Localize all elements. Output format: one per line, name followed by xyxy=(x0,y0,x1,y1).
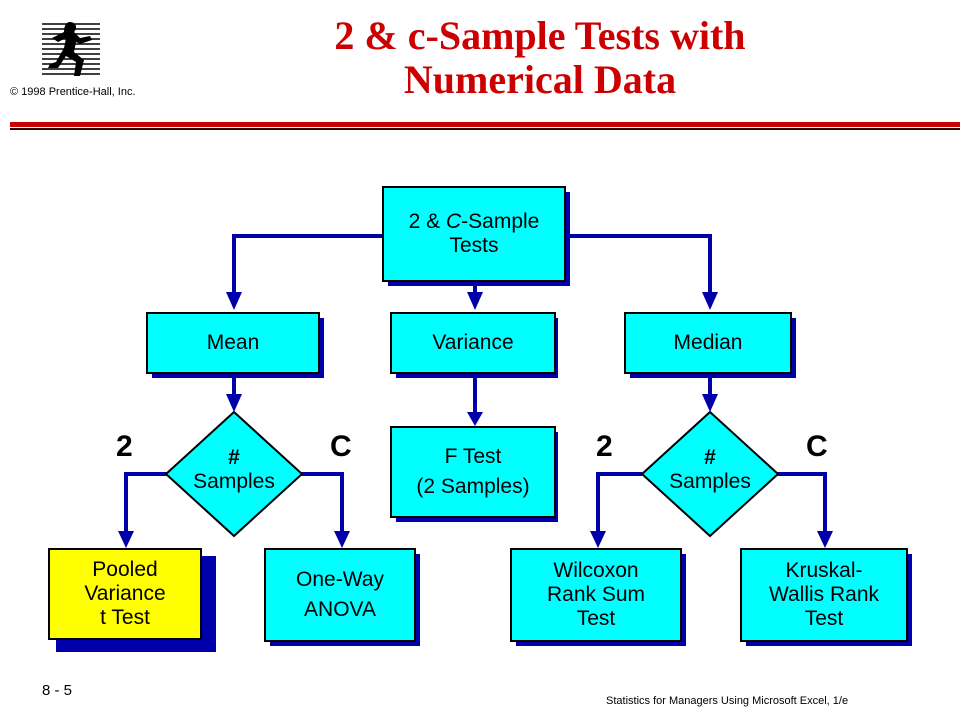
left-decision-text: # Samples xyxy=(174,446,294,494)
root-line-2: Tests xyxy=(449,234,499,257)
f-test-line-2: (2 Samples) xyxy=(416,475,530,498)
anova-box: One-Way ANOVA xyxy=(264,548,416,642)
pooled-line-2: Variance xyxy=(84,582,166,605)
right-c-label: C xyxy=(806,430,828,463)
pooled-variance-box: Pooled Variance t Test xyxy=(48,548,202,640)
kruskal-box: Kruskal- Wallis Rank Test xyxy=(740,548,908,642)
wilcoxon-line-1: Wilcoxon xyxy=(553,559,639,582)
left-two-label: 2 xyxy=(116,430,133,463)
f-test-box: F Test (2 Samples) xyxy=(390,426,556,518)
left-c-label: C xyxy=(330,430,352,463)
median-box: Median xyxy=(624,312,792,374)
kruskal-line-1: Kruskal- xyxy=(785,559,863,582)
wilcoxon-line-3: Test xyxy=(576,607,616,630)
root-line-1: 2 & C-Sample xyxy=(408,210,540,233)
left-samples-label: Samples xyxy=(193,470,275,493)
mean-box: Mean xyxy=(146,312,320,374)
title-line-2: Numerical Data xyxy=(403,57,677,102)
right-samples-label: Samples xyxy=(669,470,751,493)
wilcoxon-box: Wilcoxon Rank Sum Test xyxy=(510,548,682,642)
runner-logo-icon xyxy=(42,22,100,76)
anova-line-2: ANOVA xyxy=(304,598,376,621)
copyright-notice: © 1998 Prentice-Hall, Inc. xyxy=(10,86,136,98)
right-decision-text: # Samples xyxy=(650,446,770,494)
right-decision-diamond xyxy=(640,410,780,538)
anova-line-1: One-Way xyxy=(296,568,384,591)
kruskal-line-3: Test xyxy=(804,607,844,630)
f-test-line-1: F Test xyxy=(444,445,502,468)
pooled-line-3: t Test xyxy=(100,606,150,629)
title-rule-shadow xyxy=(10,128,960,130)
left-hash-symbol: # xyxy=(228,446,240,469)
wilcoxon-line-2: Rank Sum xyxy=(546,583,646,606)
slide-number: 8 - 5 xyxy=(42,682,73,699)
title-line-1: 2 & c-Sample Tests with xyxy=(334,13,746,58)
right-hash-symbol: # xyxy=(704,446,716,469)
footer-book-title: Statistics for Managers Using Microsoft … xyxy=(606,695,849,707)
right-two-label: 2 xyxy=(596,430,613,463)
root-tests-box: 2 & C-Sample Tests xyxy=(382,186,566,282)
title-rule xyxy=(10,122,960,127)
kruskal-line-2: Wallis Rank xyxy=(768,583,880,606)
left-decision-diamond xyxy=(164,410,304,538)
pooled-line-1: Pooled xyxy=(92,558,158,581)
variance-box: Variance xyxy=(390,312,556,374)
page-title: 2 & c-Sample Tests with Numerical Data xyxy=(200,14,880,102)
